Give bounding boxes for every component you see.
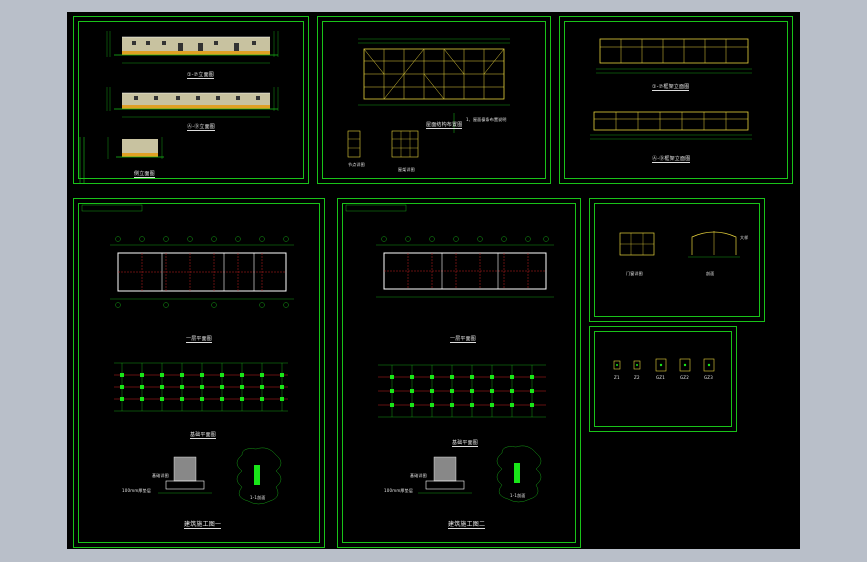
sheet-border	[594, 203, 760, 317]
drawing-canvas[interactable]: ①-⑦立面图 Ⓐ-Ⓓ立面图 侧立面图	[67, 12, 800, 549]
column-z2-label: Z2	[634, 375, 640, 380]
ground-floor-plan-title: 一层平面图	[186, 336, 213, 343]
column-gz1-label: GZ1	[656, 375, 665, 380]
sheet-details-a[interactable]: 门窗详图 剖面 大样	[589, 198, 765, 322]
sheet-border	[322, 21, 546, 179]
foundation-plan-title: 基础平面图	[452, 440, 479, 447]
bedding-layer-label: 100mm厚垫层	[122, 488, 152, 493]
plan-right-drawing	[345, 204, 554, 503]
sheet-border	[342, 203, 576, 543]
section-1-1-label: 1-1剖面	[510, 493, 526, 498]
sheet-elevations[interactable]: ①-⑦立面图 Ⓐ-Ⓓ立面图 侧立面图	[73, 16, 309, 184]
section-label: 剖面	[706, 271, 715, 276]
framing-drawing	[590, 38, 752, 140]
sheet-plan-right[interactable]: 一层平面图 基础平面图 基础详图 100mm厚垫层 1-1剖面 建筑施工图二	[337, 198, 581, 548]
sheet-title-2: 建筑施工图二	[448, 521, 486, 529]
sheet-title-1: 建筑施工图一	[184, 521, 222, 529]
sheet-roof-plan[interactable]: 屋面结构布置图 1、屋面檩条布置说明 节点详图 屋架详图	[317, 16, 551, 184]
detail-note-label: 大样	[740, 235, 749, 240]
elevation-2-title: Ⓐ-Ⓓ立面图	[187, 124, 216, 131]
column-gz2-label: GZ2	[680, 375, 689, 380]
framing-elevation-1-title: ①-⑦框架立面图	[652, 84, 690, 91]
sheet-framing[interactable]: ①-⑦框架立面图 Ⓐ-Ⓓ框架立面图	[559, 16, 793, 184]
roof-plan-note: 1、屋面檩条布置说明	[466, 117, 507, 122]
plan-left-drawing	[81, 204, 294, 505]
elevation-1-title: ①-⑦立面图	[187, 72, 214, 79]
foundation-detail-title: 基础详图	[410, 473, 427, 478]
foundation-detail-title: 基础详图	[152, 473, 169, 478]
section-1-1-label: 1-1剖面	[250, 495, 266, 500]
roof-plan-drawing	[347, 38, 510, 158]
elevations-drawing	[79, 31, 279, 183]
sheet-details-b[interactable]: Z1 Z2 GZ1 GZ2 GZ3	[589, 326, 737, 432]
roof-plan-title: 屋面结构布置图	[426, 122, 463, 129]
truss-detail-title: 屋架详图	[398, 167, 415, 172]
sheet-border	[78, 203, 320, 543]
sheet-border	[564, 21, 788, 179]
node-detail-title: 节点详图	[348, 162, 365, 167]
details-a-drawing	[619, 231, 740, 258]
sheet-plan-left[interactable]: 一层平面图 基础平面图 基础详图 100mm厚垫层 1-1剖面 建筑施工图一	[73, 198, 325, 548]
column-z1-label: Z1	[614, 375, 620, 380]
details-b-drawing	[613, 358, 715, 372]
framing-elevation-2-title: Ⓐ-Ⓓ框架立面图	[652, 156, 691, 163]
door-window-detail-title: 门窗详图	[626, 271, 643, 276]
foundation-plan-title: 基础平面图	[190, 432, 217, 439]
sheet-border	[78, 21, 304, 179]
ground-floor-plan-title: 一层平面图	[450, 336, 477, 343]
side-elevation-title: 侧立面图	[134, 171, 155, 178]
column-gz3-label: GZ3	[704, 375, 713, 380]
sheet-border	[594, 331, 732, 427]
bedding-layer-label: 100mm厚垫层	[384, 488, 414, 493]
